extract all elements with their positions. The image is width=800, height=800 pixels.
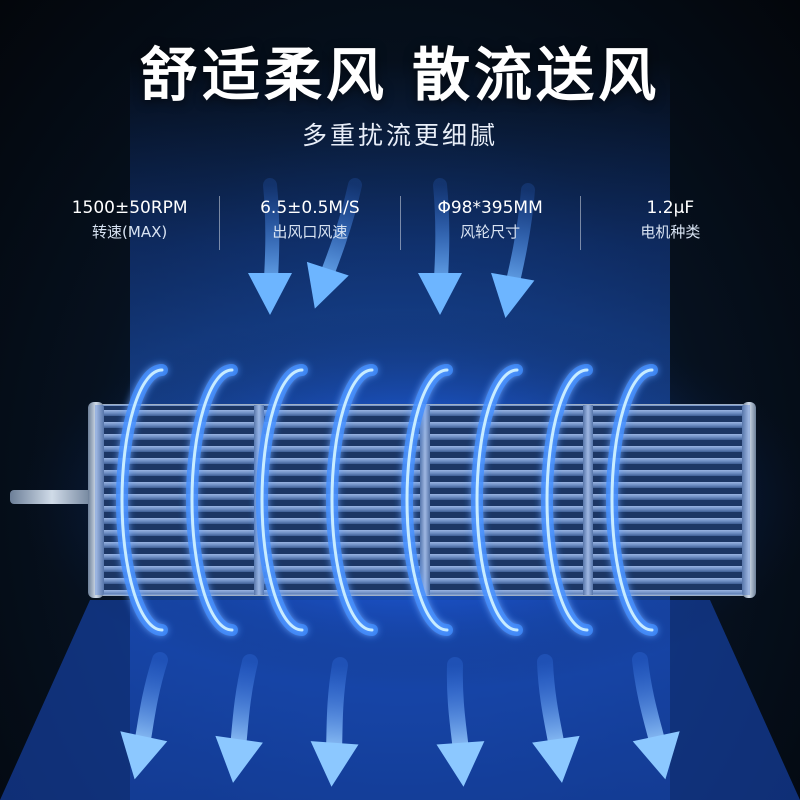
- spec-label: 风轮尺寸: [460, 223, 521, 241]
- airflow-ring-icon: [471, 364, 523, 636]
- airflow-ring-icon: [606, 364, 658, 636]
- down-arrow-icon: [436, 657, 485, 787]
- airflow-ring-icon: [186, 364, 238, 636]
- down-arrow-icon: [248, 178, 292, 315]
- spec-value: 1.2μF: [646, 198, 695, 218]
- fan-tint: [95, 405, 750, 595]
- down-arrow-icon: [120, 652, 168, 780]
- down-arrow-icon: [215, 654, 263, 783]
- spec-value: 6.5±0.5M/S: [260, 198, 360, 218]
- shaft: [10, 490, 94, 504]
- spec-item-motor-type: 1.2μF 电机种类: [579, 196, 760, 250]
- down-arrow-icon: [310, 657, 359, 787]
- down-arrow-icon: [491, 183, 535, 319]
- headline: 舒适柔风 散流送风: [139, 41, 661, 109]
- down-arrow-icon: [632, 652, 680, 780]
- airflow-ring-icon: [326, 364, 378, 636]
- down-arrow-icon: [306, 178, 362, 309]
- divider-ring: [420, 405, 430, 595]
- airflow-ring-icon: [541, 364, 593, 636]
- spec-label: 出风口风速: [272, 223, 348, 241]
- spec-item-wheel-size: Φ98*395MM 风轮尺寸: [399, 196, 580, 250]
- end-cap-right: [742, 402, 756, 598]
- spec-bar: 1500±50RPM 转速(MAX) 6.5±0.5M/S 出风口风速 Φ98*…: [40, 196, 760, 250]
- airflow-ring-icon: [116, 364, 168, 636]
- divider-ring: [583, 405, 593, 595]
- spec-item-speed: 1500±50RPM 转速(MAX): [40, 196, 219, 250]
- airflow-ring-icon: [256, 364, 308, 636]
- subheadline: 多重扰流更细腻: [301, 121, 498, 150]
- spec-label: 转速(MAX): [92, 223, 168, 241]
- down-arrow-icon: [418, 178, 462, 315]
- spec-value: 1500±50RPM: [71, 198, 188, 218]
- spec-label: 电机种类: [640, 223, 701, 241]
- spec-item-outlet-velocity: 6.5±0.5M/S 出风口风速: [219, 196, 399, 250]
- end-cap-left: [88, 402, 104, 598]
- down-arrow-icon: [532, 654, 580, 783]
- airflow-ring-icon: [401, 364, 453, 636]
- spec-value: Φ98*395MM: [437, 198, 543, 218]
